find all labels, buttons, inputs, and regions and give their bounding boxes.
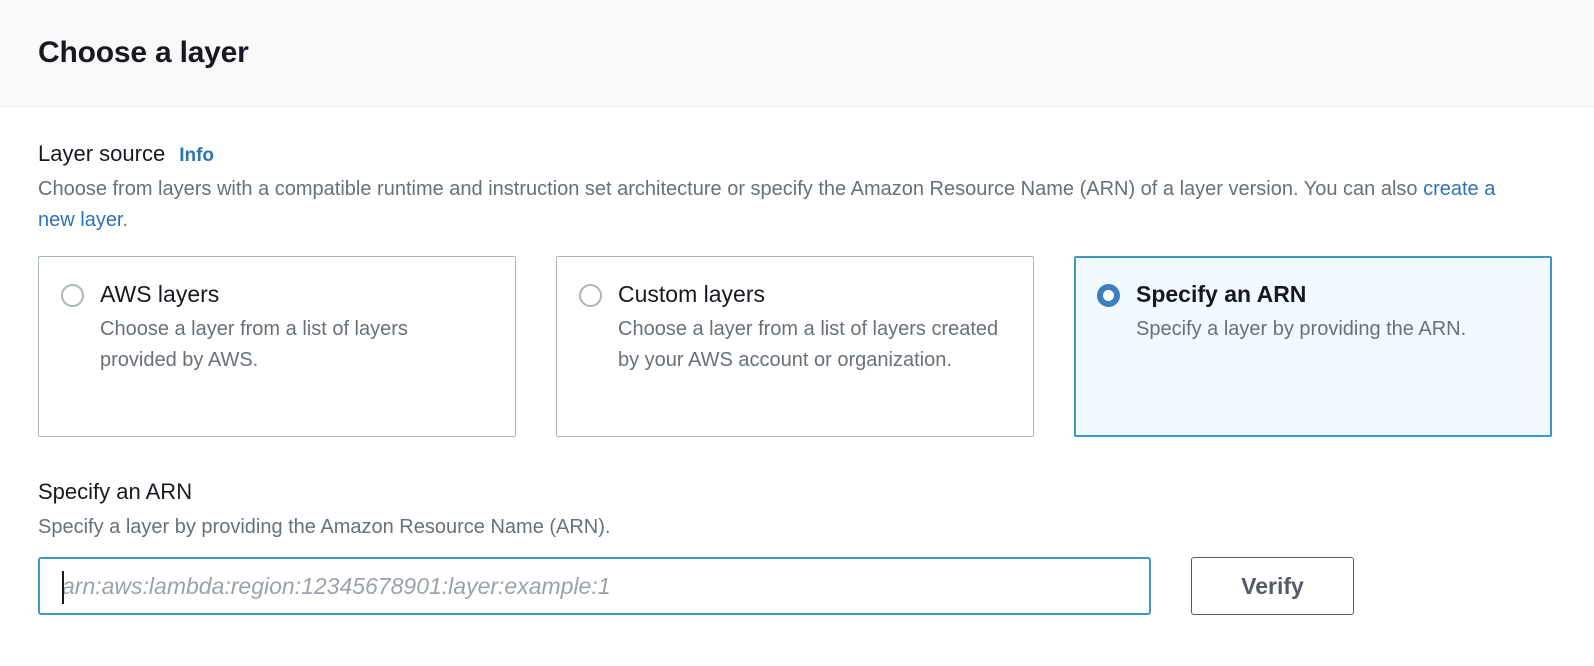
info-link[interactable]: Info xyxy=(179,145,215,166)
text-cursor-caret xyxy=(62,571,64,604)
arn-input[interactable] xyxy=(40,572,1149,600)
verify-button[interactable]: Verify xyxy=(1191,557,1354,615)
radio-tile-specify-an-arn-text: Specify an ARN Specify a layer by provid… xyxy=(1136,279,1466,435)
layer-source-label-row: Layer source Info xyxy=(38,141,1556,167)
arn-section-subtext: Specify a layer by providing the Amazon … xyxy=(38,516,611,538)
radio-icon-custom-layers[interactable] xyxy=(579,284,602,307)
layer-source-label: Layer source xyxy=(38,141,166,166)
dialog-body: Layer source Info Choose from layers wit… xyxy=(0,107,1594,615)
layer-source-description-text-2: . xyxy=(122,209,129,231)
radio-tile-specify-an-arn-description: Specify a layer by providing the ARN. xyxy=(1136,318,1467,340)
radio-icon-aws-layers[interactable] xyxy=(61,284,84,307)
radio-tile-aws-layers[interactable]: AWS layers Choose a layer from a list of… xyxy=(38,256,516,437)
arn-input-wrapper[interactable] xyxy=(38,557,1151,615)
radio-tile-custom-layers-description: Choose a layer from a list of layers cre… xyxy=(618,318,999,371)
radio-tile-aws-layers-title: AWS layers xyxy=(100,281,220,307)
radio-tile-aws-layers-description: Choose a layer from a list of layers pro… xyxy=(100,318,408,371)
radio-tile-specify-an-arn-title: Specify an ARN xyxy=(1136,281,1307,307)
radio-tile-aws-layers-text: AWS layers Choose a layer from a list of… xyxy=(100,279,490,436)
radio-icon-specify-an-arn[interactable] xyxy=(1097,284,1120,307)
radio-tile-custom-layers-title: Custom layers xyxy=(618,281,765,307)
layer-source-description: Choose from layers with a compatible run… xyxy=(38,174,1518,236)
dialog-header: Choose a layer xyxy=(0,0,1594,107)
layer-source-description-text-1: Choose from layers with a compatible run… xyxy=(38,178,1424,200)
create-a-new-layer-link[interactable]: create a new layer xyxy=(38,178,1496,231)
page-title: Choose a layer xyxy=(38,36,249,69)
radio-tile-custom-layers-text: Custom layers Choose a layer from a list… xyxy=(618,279,1008,436)
arn-section: Specify an ARN Specify a layer by provid… xyxy=(38,479,1556,615)
layer-source-radio-group: AWS layers Choose a layer from a list of… xyxy=(38,256,1556,437)
radio-tile-specify-an-arn[interactable]: Specify an ARN Specify a layer by provid… xyxy=(1074,256,1552,437)
arn-section-heading: Specify an ARN xyxy=(38,479,193,504)
radio-tile-custom-layers[interactable]: Custom layers Choose a layer from a list… xyxy=(556,256,1034,437)
arn-input-row: Verify xyxy=(38,557,1556,615)
